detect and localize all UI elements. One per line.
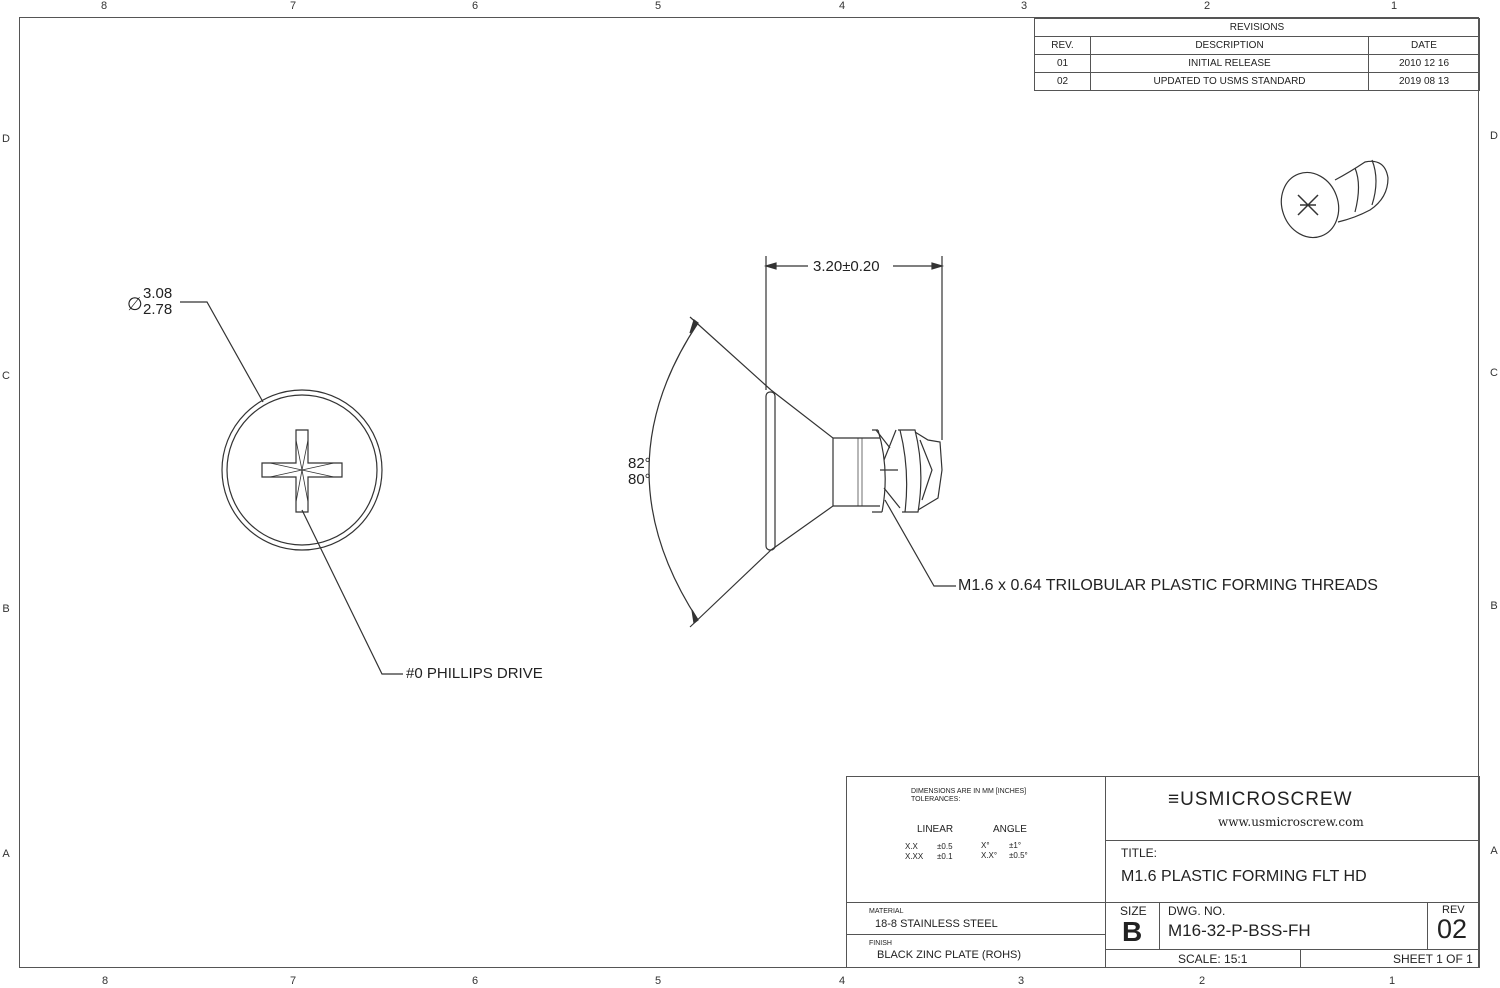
drive-callout: #0 PHILLIPS DRIVE (406, 665, 543, 682)
zone-label: C (1490, 367, 1498, 379)
dwg-no-box: DWG. NO. M16-32-P-BSS-FH (1159, 902, 1428, 950)
company-name: USMICROSCREW (1180, 789, 1353, 810)
table-row: 02 UPDATED TO USMS STANDARD 2019 08 13 (1034, 72, 1480, 91)
zone-label: 3 (1020, 0, 1028, 12)
drawing-title: M1.6 PLASTIC FORMING FLT HD (1121, 868, 1367, 885)
tol-label: X.XX (905, 852, 924, 861)
phillips-recess-icon (261, 429, 343, 513)
material-box: MATERIAL 18-8 STAINLESS STEEL (846, 902, 1106, 935)
tolerance-note: TOLERANCES: (911, 796, 961, 803)
iso-head (1280, 171, 1340, 239)
size-value: B (1122, 916, 1143, 947)
dwg-number: M16-32-P-BSS-FH (1168, 921, 1311, 940)
angle-max: 82° (628, 455, 651, 472)
diameter-max: 3.08 (143, 285, 173, 302)
table-row: 01 INITIAL RELEASE 2010 12 16 (1034, 54, 1480, 73)
scale-box: SCALE: 15:1 (1105, 949, 1301, 968)
tolerance-box: DIMENSIONS ARE IN MM [INCHES] TOLERANCES… (846, 776, 1106, 903)
dim-note: DIMENSIONS ARE IN MM [INCHES] (911, 788, 1027, 795)
rev-box: REV 02 (1427, 902, 1480, 950)
zone-label: C (2, 370, 10, 382)
company-website: www.usmicroscrew.com (1218, 815, 1364, 829)
zone-label: 5 (654, 975, 662, 987)
linear-label: LINEAR (917, 824, 954, 835)
zone-label: 4 (838, 0, 846, 12)
material-value: 18-8 STAINLESS STEEL (875, 918, 998, 930)
zone-label: 6 (471, 0, 479, 12)
title-box: TITLE: M1.6 PLASTIC FORMING FLT HD (1105, 840, 1480, 903)
zone-label: 8 (100, 0, 108, 12)
size-box: SIZE B (1105, 902, 1160, 950)
diameter-symbol: ∅ (127, 294, 143, 314)
sheet-box: SHEET 1 OF 1 (1300, 949, 1480, 968)
zone-label: 4 (838, 975, 846, 987)
angle-min: 80° (628, 471, 651, 488)
tol-label: X° (981, 841, 990, 850)
material-label: MATERIAL (869, 908, 904, 915)
angle-label: ANGLE (993, 824, 1027, 835)
thread-callout: M1.6 x 0.64 TRILOBULAR PLASTIC FORMING T… (958, 577, 1378, 594)
title-label: TITLE: (1121, 846, 1158, 860)
scale-value: SCALE: 15:1 (1178, 952, 1248, 966)
company-logo: ≡USMICROSCREW (1168, 789, 1353, 811)
dwg-label: DWG. NO. (1168, 904, 1226, 918)
rev-value: 02 (1437, 914, 1468, 944)
head-inner-circle (226, 394, 378, 546)
finish-value: BLACK ZINC PLATE (ROHS) (877, 949, 1022, 961)
zone-label: 2 (1203, 0, 1211, 12)
zone-label: 3 (1017, 975, 1025, 987)
tol-value: ±0.5 (937, 842, 953, 851)
zone-label: 5 (654, 0, 662, 12)
logo-mark-icon: ≡ (1168, 789, 1181, 810)
tol-value: ±0.5° (1009, 851, 1028, 860)
company-box: ≡USMICROSCREW www.usmicroscrew.com (1105, 776, 1480, 841)
tol-label: X.X° (981, 851, 998, 860)
finish-label: FINISH (869, 940, 892, 947)
revisions-table: REVISIONS REV. DESCRIPTION DATE 01 INITI… (1034, 18, 1480, 91)
tol-label: X.X (905, 842, 918, 851)
zone-label: 7 (289, 975, 297, 987)
head-outer-circle (221, 389, 383, 551)
length-dimension: 3.20±0.20 (813, 258, 880, 275)
diameter-min: 2.78 (143, 301, 173, 318)
rev-label: REV (1442, 904, 1465, 916)
size-label: SIZE (1120, 904, 1147, 918)
drawing-frame (19, 17, 1479, 968)
date-cell: 2019 08 13 (1368, 72, 1480, 91)
zone-label: 1 (1390, 0, 1398, 12)
finish-box: FINISH BLACK ZINC PLATE (ROHS) (846, 934, 1106, 968)
zone-label: 7 (289, 0, 297, 12)
zone-label: 1 (1388, 975, 1396, 987)
zone-label: 2 (1198, 975, 1206, 987)
zone-label: B (1490, 600, 1498, 612)
sheet-value: SHEET 1 OF 1 (1393, 952, 1473, 966)
zone-label: 6 (471, 975, 479, 987)
zone-label: D (1490, 130, 1498, 142)
tol-value: ±1° (1009, 841, 1022, 850)
zone-label: A (2, 848, 10, 860)
zone-label: A (1490, 845, 1498, 857)
zone-label: B (2, 603, 10, 615)
tol-value: ±0.1 (937, 852, 953, 861)
zone-label: D (2, 133, 10, 145)
zone-label: 8 (101, 975, 109, 987)
